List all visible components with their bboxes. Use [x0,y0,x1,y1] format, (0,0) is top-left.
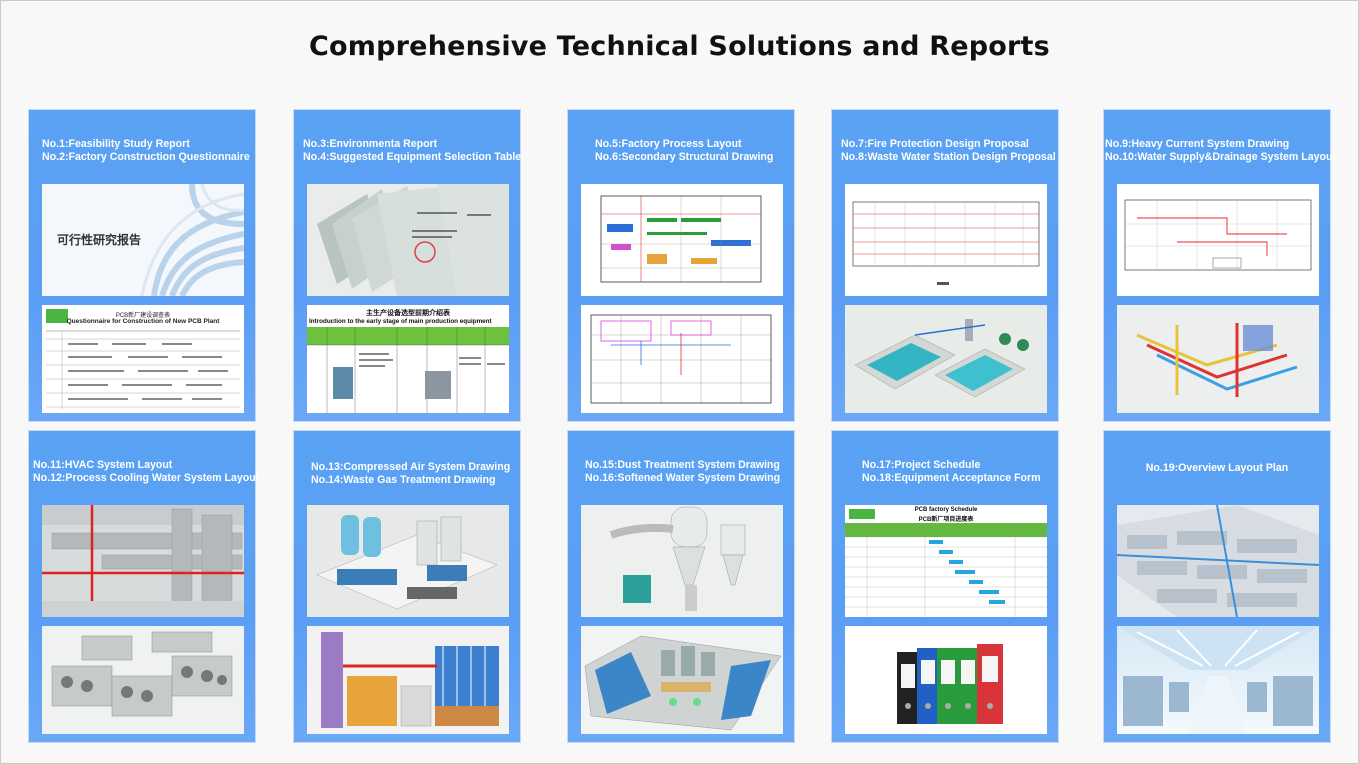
equipment-table-text-en: Introduction to the early stage of main … [309,318,492,325]
secondary-structural-image[interactable] [581,305,783,413]
page-title: Comprehensive Technical Solutions and Re… [309,31,1050,62]
card-title: No.9:Heavy Current System Drawing No.10:… [1104,138,1336,163]
heavy-current-image[interactable] [1117,184,1319,296]
card-9[interactable]: No.17:Project Schedule No.18:Equipment A… [832,431,1058,742]
card-line2: No.8:Waste Water Station Design Proposal [841,150,1056,163]
card-line2: No.12:Process Cooling Water System Layou… [33,471,260,484]
compressed-air-image[interactable] [307,505,509,617]
feasibility-title-text: 可行性研究报告 [57,233,142,247]
card-3[interactable]: No.5:Factory Process Layout No.6:Seconda… [568,110,794,421]
schedule-title-cn: PCB新厂项目进度表 [918,517,974,523]
waste-water-station-image[interactable] [845,305,1047,413]
equipment-table-text-cn: 主生产设备选型前期介绍表 [366,310,450,317]
card-title: No.7:Fire Protection Design Proposal No.… [832,138,1067,163]
card-2[interactable]: No.3:Environmenta Report No.4:Suggested … [294,110,521,421]
equipment-selection-image[interactable] [307,305,509,413]
questionnaire-text-cn: PCB新厂建设调查表 [115,313,171,319]
overview-layout-image[interactable] [1117,505,1319,617]
feasibility-report-image[interactable] [42,184,244,296]
card-line2: No.16:Softened Water System Drawing [585,471,781,484]
card-title: No.5:Factory Process Layout No.6:Seconda… [568,138,821,163]
hvac-duct-image[interactable] [42,505,244,617]
card-line1: No.3:Environmenta Report [303,138,438,150]
card-1[interactable]: No.1:Feasibility Study Report No.2:Facto… [29,110,255,421]
card-line1: No.17:Project Schedule [862,459,981,471]
card-line1: No.5:Factory Process Layout [595,138,742,150]
questionnaire-text-en: Questionnaire for Construction of New PC… [66,318,220,325]
card-line2: No.10:Water Supply&Drainage System Layou… [1105,150,1336,163]
card-8[interactable]: No.15:Dust Treatment System Drawing No.1… [568,431,794,742]
fire-protection-image[interactable] [845,184,1047,296]
cooling-units-image[interactable] [42,626,244,734]
card-line1: No.19:Overview Layout Plan [1145,462,1289,474]
card-title: No.1:Feasibility Study Report No.2:Facto… [29,138,268,163]
environmental-report-image[interactable] [307,184,509,296]
card-line1: No.1:Feasibility Study Report [42,138,190,150]
water-supply-piping-image[interactable] [1117,305,1319,413]
card-line2: No.6:Secondary Structural Drawing [595,150,774,163]
project-schedule-image[interactable] [845,505,1047,617]
card-line2: No.4:Suggested Equipment Selection Table [303,150,522,163]
card-line2: No.2:Factory Construction Questionnaire [42,150,250,163]
card-5[interactable]: No.9:Heavy Current System Drawing No.10:… [1104,110,1336,421]
dust-treatment-image[interactable] [581,505,783,617]
card-title: No.11:HVAC System Layout No.12:Process C… [29,459,259,484]
card-line1: No.13:Compressed Air System Drawing [311,461,511,473]
cleanroom-image[interactable] [1117,626,1319,734]
card-line1: No.9:Heavy Current System Drawing [1105,138,1290,150]
binders-image[interactable] [845,626,1047,734]
card-10[interactable]: No.19:Overview Layout Plan [1104,431,1330,742]
card-line2: No.14:Waste Gas Treatment Drawing [311,473,496,486]
card-7[interactable]: No.13:Compressed Air System Drawing No.1… [294,431,520,742]
factory-process-layout-image[interactable] [581,184,783,296]
waste-gas-treatment-image[interactable] [307,626,509,734]
softened-water-image[interactable] [581,626,783,734]
card-title: No.17:Project Schedule No.18:Equipment A… [832,459,1088,484]
schedule-title-en: PCB factory Schedule [914,507,978,513]
card-title: No.3:Environmenta Report No.4:Suggested … [294,138,529,163]
card-line1: No.15:Dust Treatment System Drawing [585,459,780,471]
card-title: No.19:Overview Layout Plan [1104,462,1330,475]
card-line1: No.7:Fire Protection Design Proposal [841,138,1029,150]
card-line2: No.18:Equipment Acceptance Form [862,471,1041,484]
card-4[interactable]: No.7:Fire Protection Design Proposal No.… [832,110,1058,421]
card-title: No.13:Compressed Air System Drawing No.1… [294,461,537,486]
questionnaire-image[interactable] [42,305,244,413]
card-6[interactable]: No.11:HVAC System Layout No.12:Process C… [29,431,259,742]
card-line1: No.11:HVAC System Layout [33,459,173,471]
card-title: No.15:Dust Treatment System Drawing No.1… [568,459,811,484]
